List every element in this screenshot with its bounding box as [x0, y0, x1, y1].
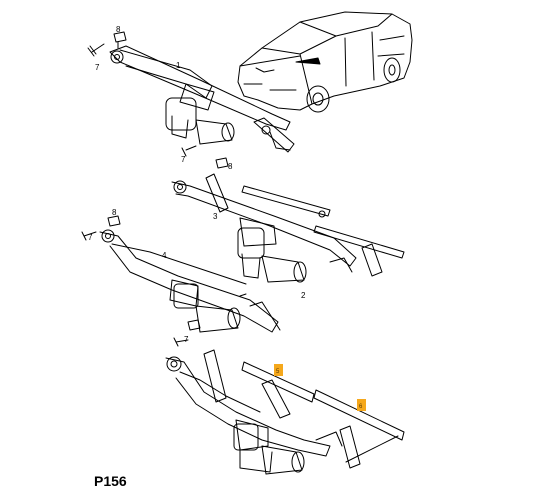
callout-bolt-mid: 7 [181, 155, 186, 164]
callout-bolt-left: 7 [88, 233, 93, 242]
fastener-group-left [81, 215, 201, 347]
wiper-assembly-1 [109, 45, 295, 153]
car-illustration [237, 11, 413, 113]
wiper-assembly-bottom [165, 349, 405, 475]
callout-highlight-b: 6 [359, 404, 363, 410]
callout-assembly-4: 4 [162, 251, 167, 260]
callout-assembly-1: 1 [176, 61, 181, 70]
callout-linkage-3: 3 [213, 212, 218, 221]
callout-nut-left: 8 [112, 208, 117, 217]
highlight-box-a[interactable] [274, 364, 283, 376]
linkage-3 [171, 173, 405, 283]
callout-nut-top: 8 [116, 25, 121, 34]
callout-nut-mid: 8 [228, 162, 233, 171]
callout-bolt-lower: 7 [184, 335, 189, 344]
fastener-group-top [87, 31, 229, 169]
callout-highlight-a: 5 [276, 369, 280, 375]
callout-motor-2: 2 [301, 291, 306, 300]
highlight-box-b[interactable] [357, 399, 366, 411]
callout-bolt-top: 7 [95, 63, 100, 72]
page-code-label: P156 [94, 473, 127, 489]
